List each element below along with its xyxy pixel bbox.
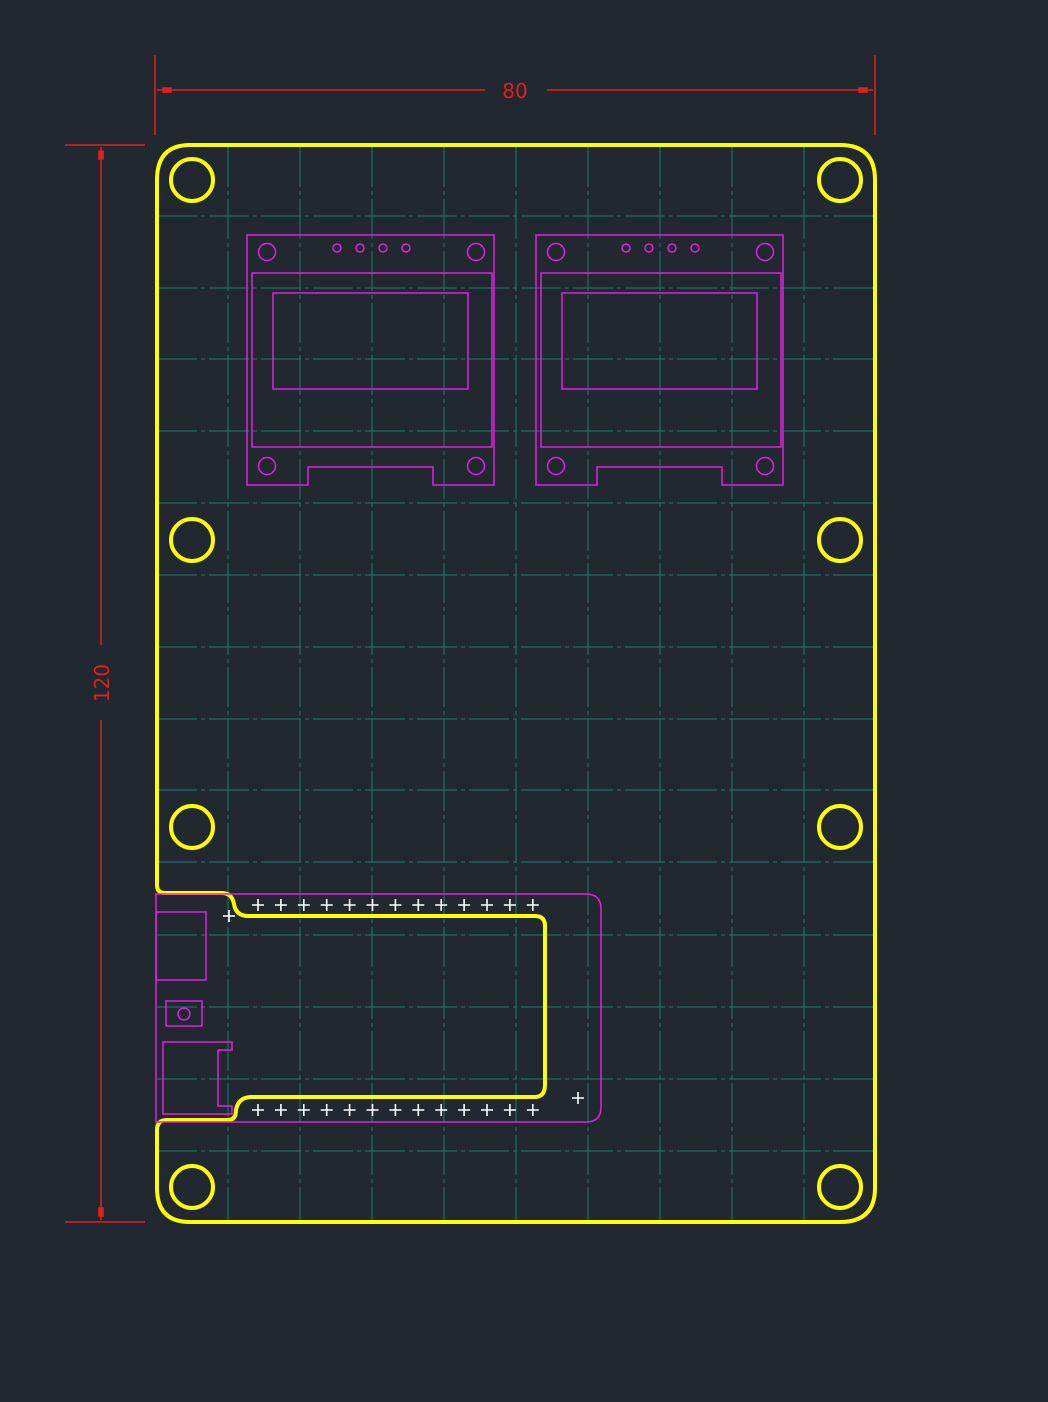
oled-mounting-hole — [546, 242, 566, 262]
width-dimension-label: 80 — [502, 79, 527, 103]
mounting-hole — [169, 1164, 215, 1210]
oled-pcb-outline — [246, 234, 495, 486]
oled-modules — [246, 234, 784, 486]
pin-marker — [526, 899, 539, 911]
mounting-holes — [169, 157, 863, 1210]
esp32-usb-connector — [162, 1041, 233, 1115]
oled-pin — [644, 243, 654, 253]
oled-glass-panel — [251, 272, 493, 448]
height-dimension — [65, 144, 145, 1223]
pin-marker — [297, 899, 310, 911]
oled-pin — [667, 243, 677, 253]
dimension-tick — [98, 1207, 104, 1217]
oled-module — [535, 234, 784, 486]
pin-marker — [435, 899, 448, 911]
pin-marker — [412, 899, 425, 911]
oled-active-area — [272, 292, 469, 390]
oled-module — [246, 234, 495, 486]
pin-marker — [366, 1104, 379, 1116]
mounting-hole — [817, 157, 863, 203]
pin-marker — [412, 1104, 425, 1116]
oled-mounting-hole — [466, 456, 486, 476]
pin-marker — [320, 899, 333, 911]
dimension-tick — [162, 87, 172, 93]
mounting-hole — [817, 804, 863, 850]
oled-pin — [355, 243, 365, 253]
pin-marker — [252, 1104, 264, 1116]
mounting-hole — [817, 517, 863, 563]
width-dimension — [154, 55, 876, 135]
pin-marker — [223, 910, 235, 922]
oled-mounting-hole — [546, 456, 566, 476]
pin-marker — [435, 1104, 448, 1116]
esp32-board-outline — [155, 893, 602, 1123]
oled-pin — [332, 243, 342, 253]
oled-pin — [690, 243, 700, 253]
pin-marker — [503, 1104, 516, 1116]
esp32-button — [165, 1000, 203, 1027]
dimension-tick — [98, 150, 104, 160]
esp32-module — [155, 893, 602, 1123]
oled-mounting-hole — [755, 242, 775, 262]
pin-marker — [389, 899, 402, 911]
oled-active-area — [561, 292, 758, 390]
header-pins — [223, 899, 584, 1116]
oled-pin — [378, 243, 388, 253]
pin-marker — [297, 1104, 310, 1116]
pin-marker — [481, 1104, 493, 1116]
oled-glass-panel — [540, 272, 782, 448]
pin-marker — [458, 1104, 471, 1116]
pin-marker — [252, 899, 264, 911]
pin-marker — [343, 1104, 356, 1116]
pin-marker — [343, 899, 356, 911]
pin-marker — [503, 899, 516, 911]
pin-marker — [526, 1104, 539, 1116]
oled-mounting-hole — [257, 456, 277, 476]
oled-pin — [621, 243, 631, 253]
oled-mounting-hole — [755, 456, 775, 476]
mounting-hole — [817, 1164, 863, 1210]
mounting-hole — [169, 517, 215, 563]
mounting-hole — [169, 804, 215, 850]
pin-marker — [481, 899, 493, 911]
esp32-antenna-block — [155, 911, 207, 981]
pin-marker — [458, 899, 471, 911]
pin-marker — [572, 1092, 584, 1104]
pin-marker — [320, 1104, 333, 1116]
mounting-hole — [169, 157, 215, 203]
board-outline[interactable] — [155, 143, 877, 1224]
height-dimension-label: 120 — [90, 664, 114, 702]
oled-pin — [401, 243, 411, 253]
pin-marker — [389, 1104, 402, 1116]
dimension-tick — [858, 87, 868, 93]
esp32-button-circle — [177, 1007, 191, 1021]
oled-pcb-outline — [535, 234, 784, 486]
pin-marker — [274, 1104, 287, 1116]
oled-mounting-hole — [257, 242, 277, 262]
grid — [157, 147, 875, 1222]
pin-marker — [366, 899, 379, 911]
pin-marker — [274, 899, 287, 911]
oled-mounting-hole — [466, 242, 486, 262]
